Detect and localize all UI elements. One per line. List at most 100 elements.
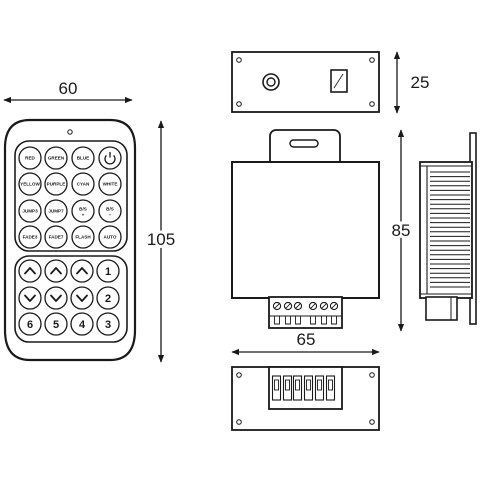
remote-button[interactable]: B/S+ (71, 199, 95, 223)
zone-button[interactable]: 4 (70, 312, 94, 336)
terminal-slot-icon (314, 375, 325, 401)
terminal-slot-icon (271, 375, 282, 401)
remote-button-label: FLASH (75, 235, 91, 240)
remote-button-label: FADE7 (49, 235, 64, 240)
remote-width-label: 60 (59, 79, 78, 98)
remote-button[interactable]: WHITE (98, 172, 122, 196)
remote-button-label: GREEN (48, 156, 65, 161)
remote-button[interactable]: BLUE (71, 146, 95, 170)
remote-button[interactable]: RED (18, 146, 42, 170)
remote-button-label: − (109, 213, 112, 218)
down-arrow-icon (50, 294, 62, 302)
remote-button-label: B/S (106, 207, 114, 212)
controller-bottom-view (231, 366, 380, 431)
controller-top-view (231, 51, 380, 113)
zone-button-label: 6 (27, 319, 33, 331)
zone-button[interactable]: 1 (96, 259, 120, 283)
up-arrow-icon (24, 267, 36, 275)
terminal-slot-icon (303, 375, 314, 401)
terminal-screw-icon (272, 301, 282, 325)
remote-button[interactable]: FLASH (71, 225, 95, 249)
zone-button[interactable]: 2 (96, 286, 120, 310)
terminal-screw-icon (293, 301, 303, 325)
top-view-housing (231, 51, 380, 113)
antenna-jack-icon (262, 73, 280, 91)
zone-button[interactable] (18, 259, 42, 283)
remote-button-label: JUMP7 (48, 209, 64, 214)
down-arrow-icon (24, 294, 36, 302)
zone-button[interactable] (44, 286, 68, 310)
heatsink-fins (430, 171, 470, 288)
up-arrow-icon (50, 267, 62, 275)
mount-hole-icon (369, 57, 375, 63)
controller-depth-dimension: 25 (393, 51, 429, 114)
switch-window (330, 69, 348, 93)
mounting-slot (289, 139, 319, 148)
mount-hole-icon (369, 372, 375, 378)
controller-side-view (419, 132, 477, 325)
power-icon (104, 152, 116, 165)
zone-button-label: 1 (105, 266, 111, 278)
remote-button[interactable]: AUTO (98, 225, 122, 249)
remote-height-dimension: 105 (144, 120, 178, 363)
terminal-slot-icon (292, 375, 303, 401)
up-arrow-icon (76, 267, 88, 275)
zone-button[interactable]: 5 (44, 312, 68, 336)
terminal-screw-icon (329, 301, 339, 325)
remote-button[interactable]: YELLOW (18, 172, 42, 196)
mount-hole-icon (236, 57, 242, 63)
mount-hole-icon (369, 101, 375, 107)
terminal-screw-icon (308, 301, 318, 325)
zone-button[interactable]: 6 (18, 312, 42, 336)
bottom-terminal-slots (271, 375, 336, 401)
remote-button[interactable]: JUMP3 (18, 199, 42, 223)
zone-button[interactable] (70, 259, 94, 283)
mount-hole-icon (236, 419, 242, 425)
controller-width-dimension: 65 (231, 330, 380, 356)
remote-button[interactable]: CYAN (71, 172, 95, 196)
zone-button[interactable]: 3 (96, 312, 120, 336)
remote-width-dimension: 60 (3, 79, 133, 104)
terminal-screw-icon (283, 301, 293, 325)
function-button-panel (14, 140, 128, 252)
controller-front-view (231, 129, 380, 329)
terminal-slot-icon (282, 375, 293, 401)
zone-button-label: 5 (53, 319, 59, 331)
mount-hole-icon (369, 419, 375, 425)
remote-button[interactable] (98, 146, 122, 170)
function-buttons: RED GREEN BLUE YELLOW PURPLE CYAN WHITE JUMP3 JU… (18, 146, 122, 249)
remote-button-label: PURPLE (47, 182, 66, 187)
remote-button-label: YELLOW (20, 182, 40, 187)
remote-button[interactable]: FADE7 (44, 225, 68, 249)
remote-control: RED GREEN BLUE YELLOW PURPLE CYAN WHITE JUMP3 JU… (3, 118, 137, 362)
remote-indicator-led (67, 129, 73, 135)
terminal-screws (272, 301, 339, 325)
remote-button[interactable]: B/S− (98, 199, 122, 223)
controller-height-dimension: 85 (389, 129, 413, 332)
remote-button-label: CYAN (77, 182, 90, 187)
remote-button[interactable]: JUMP7 (44, 199, 68, 223)
controller-width-label: 65 (297, 330, 316, 349)
terminal-screw-icon (319, 301, 329, 325)
remote-button[interactable]: FADE3 (18, 225, 42, 249)
remote-height-label: 105 (147, 230, 175, 249)
remote-button-label: WHITE (103, 182, 118, 187)
zone-button[interactable] (70, 286, 94, 310)
remote-button-label: JUMP3 (22, 209, 38, 214)
remote-button[interactable]: PURPLE (44, 172, 68, 196)
down-arrow-icon (76, 294, 88, 302)
remote-button-label: AUTO (104, 235, 117, 240)
zone-button[interactable] (18, 286, 42, 310)
zone-button-label: 3 (105, 319, 111, 331)
mount-hole-icon (236, 101, 242, 107)
zone-button[interactable] (44, 259, 68, 283)
zone-button-label: 2 (105, 293, 111, 305)
side-housing (419, 161, 473, 299)
remote-button[interactable]: GREEN (44, 146, 68, 170)
side-terminal-block (425, 296, 458, 321)
antenna-jack-center (266, 77, 276, 87)
remote-button-label: FADE3 (23, 235, 38, 240)
mount-hole-icon (236, 372, 242, 378)
